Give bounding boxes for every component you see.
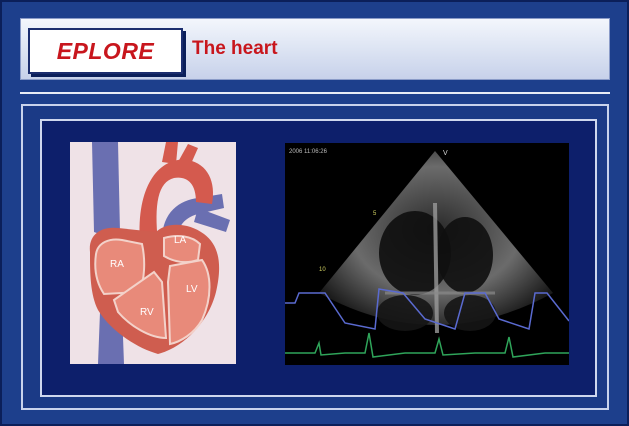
- logo-box: EPLORE: [28, 28, 183, 74]
- superior-vena-cava: [92, 142, 120, 237]
- page-title: The heart: [192, 38, 278, 60]
- logo-text: EPLORE: [57, 38, 155, 65]
- echo-depth-10: 10: [319, 267, 326, 273]
- label-ra: RA: [110, 259, 124, 270]
- echocardiogram-image: 2006 11:06:26 V 5 10: [285, 143, 569, 365]
- echo-timestamp: 2006 11:06:26: [289, 149, 328, 155]
- echo-marker-v: V: [443, 150, 448, 157]
- divider: [20, 92, 610, 94]
- label-la: LA: [174, 235, 187, 246]
- label-rv: RV: [140, 307, 154, 318]
- echocardiogram-svg: 2006 11:06:26 V 5 10: [285, 143, 569, 365]
- heart-anatomy-image: RA LA RV LV: [70, 142, 236, 364]
- heart-anatomy-svg: RA LA RV LV: [70, 142, 236, 364]
- label-lv: LV: [186, 284, 198, 295]
